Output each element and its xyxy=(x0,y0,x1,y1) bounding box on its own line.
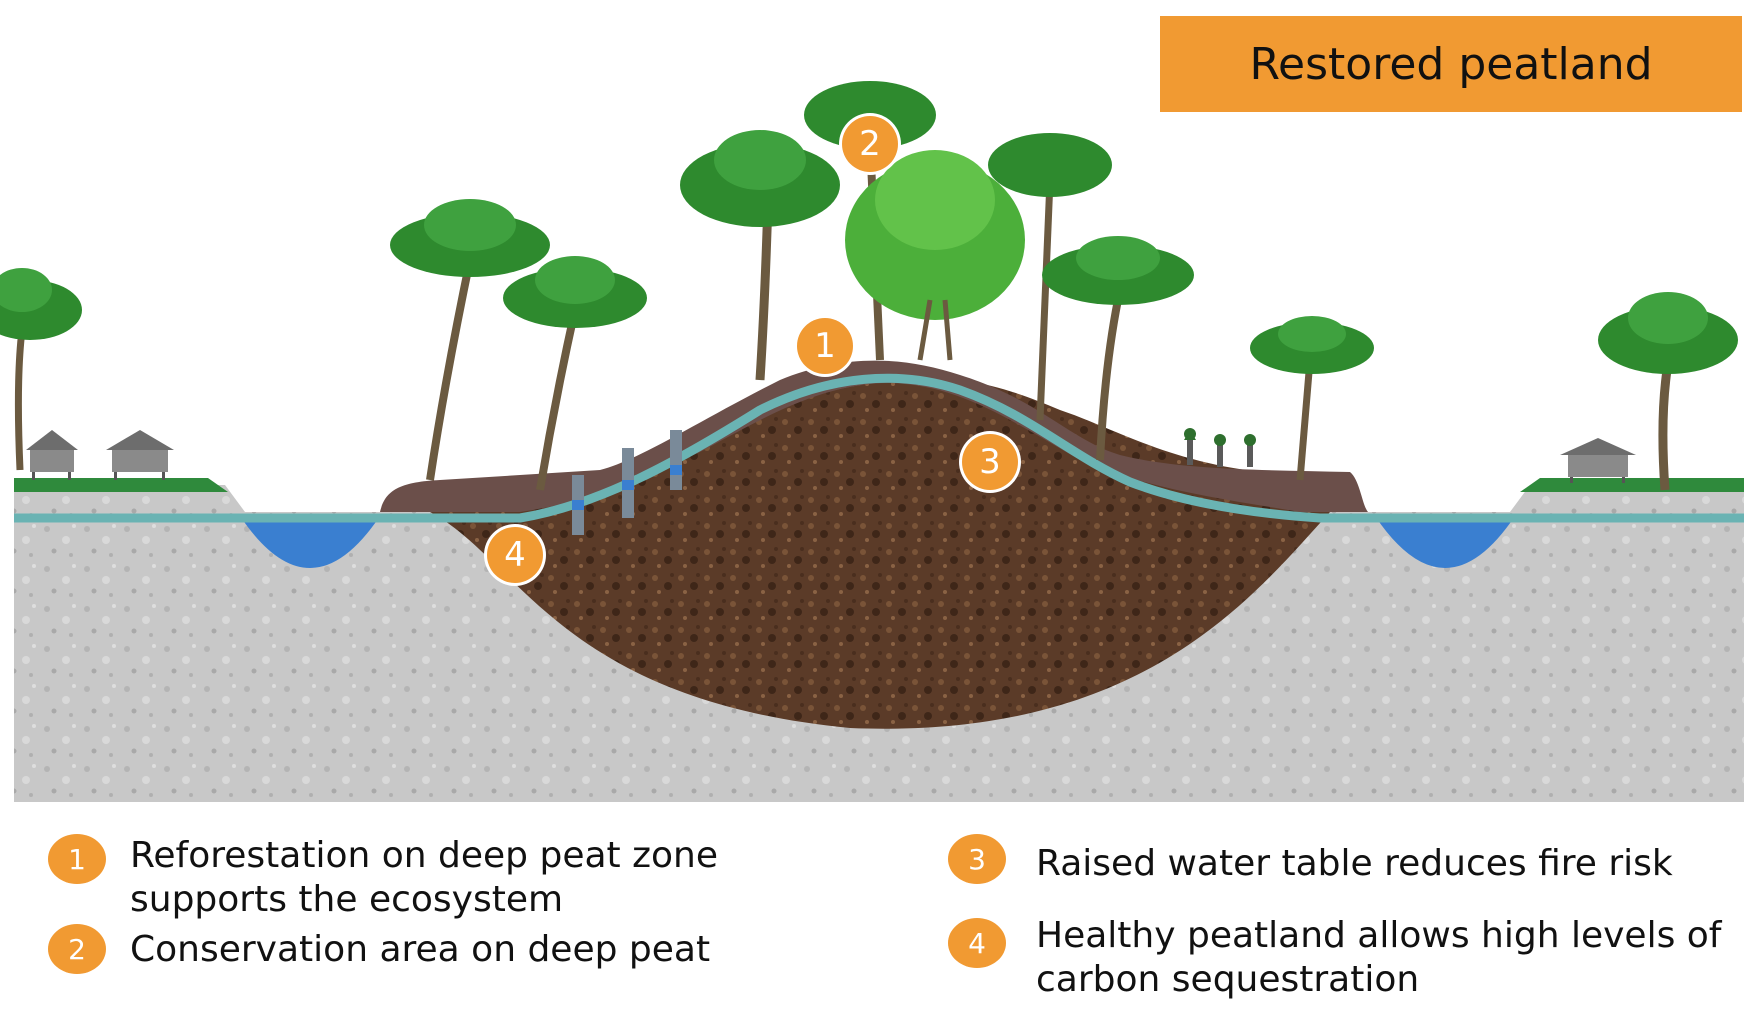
legend-badge-4: 4 xyxy=(948,918,1006,968)
palm-tree-icon xyxy=(680,130,840,381)
legend-badge-3: 3 xyxy=(948,834,1006,884)
marker-3: 3 xyxy=(962,434,1018,490)
legend-text-3: Raised water table reduces fire risk xyxy=(1036,843,1673,884)
palm-tree-icon xyxy=(1250,316,1374,481)
peatland-cross-section xyxy=(0,81,1744,802)
legend-text-2: Conservation area on deep peat xyxy=(130,929,711,970)
right-grass xyxy=(1520,478,1744,492)
marker-4: 4 xyxy=(487,527,543,583)
left-canal-water xyxy=(240,516,380,568)
legend-text-1: Reforestation on deep peat zone supports… xyxy=(130,835,718,920)
palm-tree-icon xyxy=(845,150,1025,361)
right-canal-water xyxy=(1375,516,1515,568)
house-icon xyxy=(26,430,78,480)
seedling-icon xyxy=(1184,428,1256,467)
marker-2: 2 xyxy=(842,116,898,172)
palm-tree-icon xyxy=(988,133,1112,421)
left-grass xyxy=(14,478,228,492)
palm-tree-icon xyxy=(1042,236,1194,461)
palm-tree-icon xyxy=(390,199,550,481)
house-icon xyxy=(106,430,174,480)
palm-tree-icon xyxy=(0,268,82,471)
water-table-line xyxy=(14,373,1744,523)
legend-badge-1: 1 xyxy=(48,834,106,884)
diagram-title-text: Restored peatland xyxy=(1249,38,1653,90)
legend-text-4: Healthy peatland allows high levels of c… xyxy=(1036,915,1722,1000)
palm-tree-icon xyxy=(503,256,647,491)
diagram-title: Restored peatland xyxy=(1160,16,1742,112)
house-icon xyxy=(1560,438,1636,483)
palm-tree-icon xyxy=(1598,292,1738,491)
marker-1: 1 xyxy=(797,318,853,374)
legend-badge-2: 2 xyxy=(48,924,106,974)
water-monitoring-well-icon xyxy=(572,430,682,535)
